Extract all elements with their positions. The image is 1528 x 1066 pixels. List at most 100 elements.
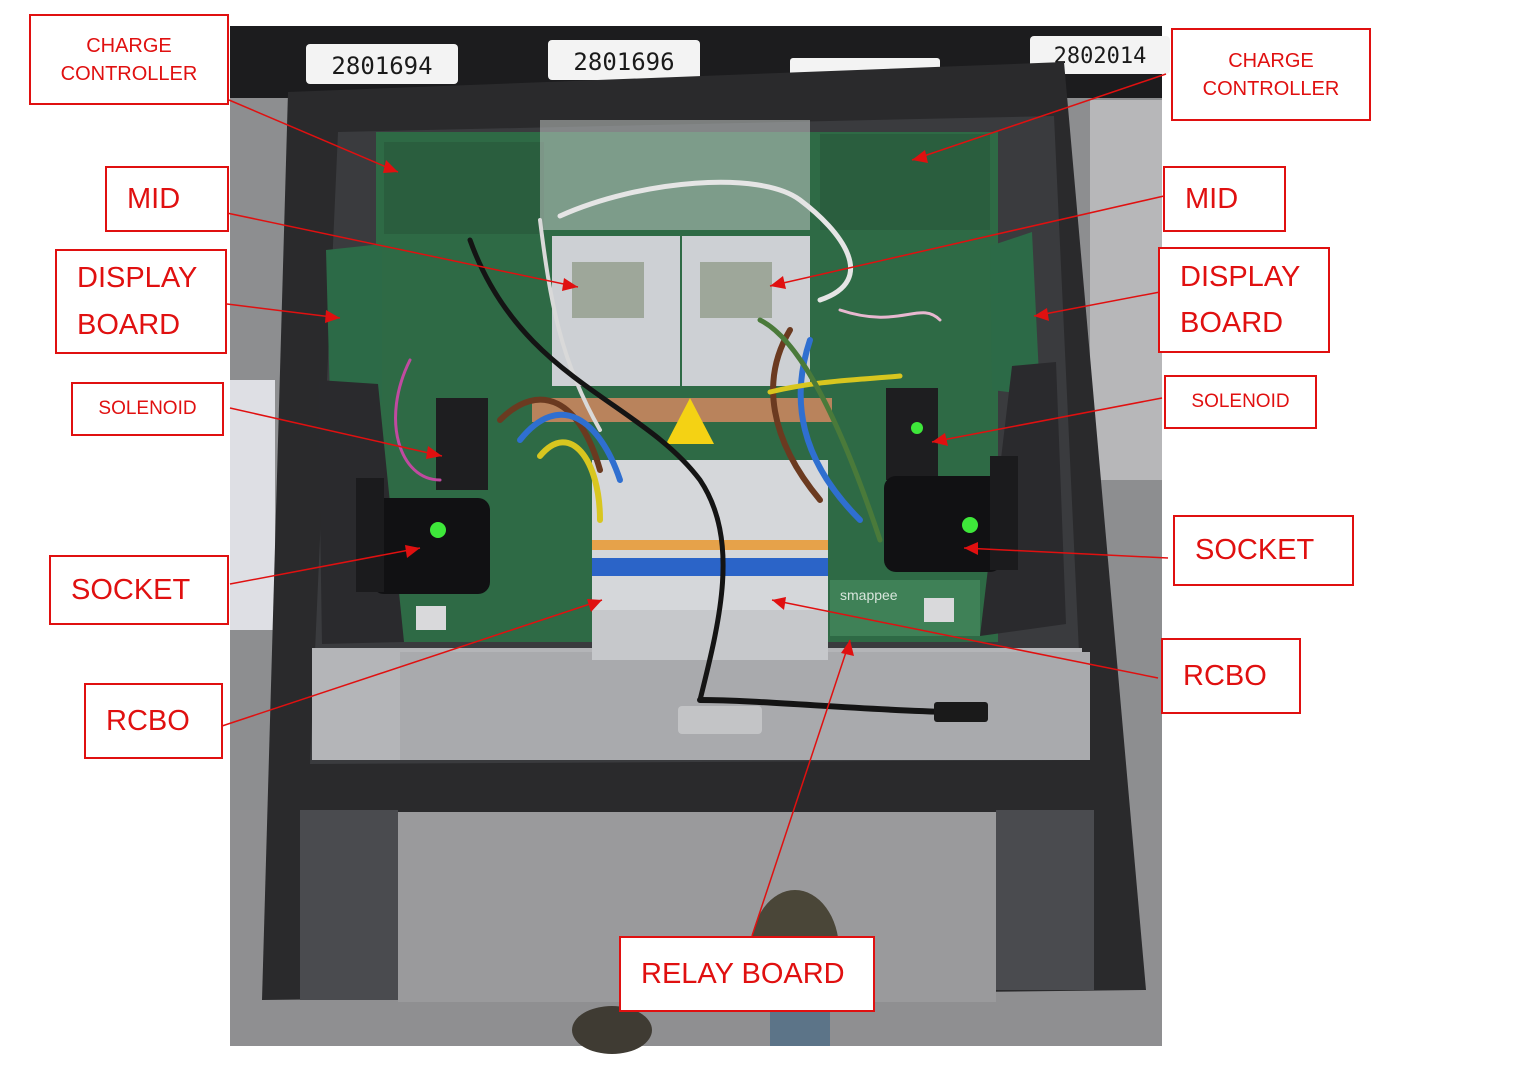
solenoid-right <box>886 388 938 480</box>
arrowhead <box>964 542 978 555</box>
arrowhead <box>770 276 786 289</box>
cable-gland <box>678 706 762 734</box>
callout-line: RCBO <box>1183 659 1267 692</box>
callout-line: SOCKET <box>1195 534 1315 567</box>
callout-line: SOLENOID <box>1191 390 1290 412</box>
leader-line-relay-board <box>751 639 851 937</box>
callout-line: SOLENOID <box>98 397 197 419</box>
callout-line: CONTROLLER <box>60 62 198 85</box>
leader-line-rcbo-right <box>771 599 1159 679</box>
leader-line-solenoid-left <box>229 407 443 457</box>
brown-wire <box>770 327 823 503</box>
leader-line-charge-controller-right <box>911 73 1167 161</box>
leader-line-mid-right <box>769 195 1165 287</box>
cable-bundle <box>394 179 953 715</box>
pink-wire <box>838 308 942 322</box>
callout-display-board-left: DISPLAY BOARD <box>55 249 227 354</box>
leader-line-socket-left <box>229 547 421 585</box>
leader-line-display-board-left <box>226 303 341 319</box>
cable-connector <box>934 702 988 722</box>
arrowhead <box>405 545 420 558</box>
callout-line: CHARGE <box>86 34 172 57</box>
charge-controller-left-board <box>384 142 544 234</box>
arrowhead <box>1034 308 1049 321</box>
callout-line: CONTROLLER <box>1202 77 1340 100</box>
callout-socket-right: SOCKET <box>1173 515 1354 586</box>
meter-label-text: 2802014 <box>1054 44 1147 69</box>
arrowhead <box>841 640 854 656</box>
meter-label-sticker: 2801694 <box>306 44 458 84</box>
paper-sheet <box>230 380 275 630</box>
meter-label-text: 2801696 <box>573 48 674 76</box>
meter-label-text: 2801694 <box>331 52 432 80</box>
control-cable <box>697 697 953 715</box>
control-cable <box>467 237 726 703</box>
mid-meter-left-screen <box>572 262 644 318</box>
callout-line: SOCKET <box>71 573 191 606</box>
arrowhead <box>426 446 442 459</box>
leader-line-socket-right <box>963 547 1169 559</box>
callout-solenoid-left: SOLENOID <box>71 382 224 436</box>
leader-line-mid-left <box>221 211 579 288</box>
socket-right-led <box>962 517 978 533</box>
callout-charge-controller-right: CHARGE CONTROLLER <box>1171 28 1371 121</box>
network-cable <box>557 179 854 303</box>
rcbo-orange-strip <box>592 540 828 550</box>
leader-line-display-board-right <box>1033 291 1161 317</box>
arrowhead <box>912 150 928 163</box>
callout-line: DISPLAY <box>1180 260 1301 293</box>
callout-mid-left: MID <box>105 166 229 232</box>
callout-charge-controller-left: CHARGE CONTROLLER <box>29 14 229 105</box>
arrowhead <box>772 597 786 610</box>
callout-line: MID <box>127 182 181 215</box>
leader-lines <box>221 73 1169 937</box>
arrowhead <box>325 310 340 323</box>
meter-label-sticker: 2802014 <box>1030 36 1170 74</box>
callout-solenoid-right: SOLENOID <box>1164 375 1317 429</box>
callout-line: DISPLAY <box>77 262 198 295</box>
leader-arrowheads <box>325 150 1049 656</box>
charge-controller-right-board <box>820 134 990 230</box>
callout-line: MID <box>1185 182 1239 215</box>
network-port-right <box>924 598 954 622</box>
leader-line-rcbo-left <box>221 599 603 727</box>
meter-label-sticker: 2801696 <box>548 40 700 80</box>
callout-line: BOARD <box>1180 307 1284 339</box>
brand-label: smappee <box>840 587 898 603</box>
socket-left-led <box>430 522 446 538</box>
socket-left-flange <box>356 478 384 592</box>
arrowhead <box>383 160 398 173</box>
callout-line: RELAY BOARD <box>641 957 845 990</box>
callout-line: CHARGE <box>1228 49 1314 72</box>
network-cable <box>538 218 602 432</box>
transparent-cover <box>540 120 810 230</box>
warning-sign <box>666 398 714 444</box>
person-trouser <box>770 1010 830 1046</box>
display-board-right <box>990 232 1040 396</box>
arrowhead <box>587 599 602 612</box>
person-shoe-left <box>572 1006 652 1054</box>
callout-rcbo-left: RCBO <box>84 683 223 759</box>
callout-rcbo-right: RCBO <box>1161 638 1301 714</box>
display-board-left <box>326 244 382 402</box>
arrowhead <box>562 278 578 291</box>
leader-line-solenoid-right <box>931 397 1163 443</box>
leader-line-charge-controller-left <box>228 99 399 173</box>
mid-meter-right-screen <box>700 262 772 318</box>
callout-relay-board: RELAY BOARD <box>619 936 875 1012</box>
pink-wire <box>394 358 442 482</box>
solenoid-left <box>436 398 488 490</box>
green-wire <box>757 317 883 543</box>
enclosure-leg-right <box>996 810 1094 990</box>
callout-mid-right: MID <box>1163 166 1286 232</box>
arrowhead <box>932 433 948 446</box>
bench-surface <box>1090 100 1162 480</box>
callout-socket-left: SOCKET <box>49 555 229 625</box>
blue-wire <box>517 411 623 483</box>
callout-line: BOARD <box>77 308 181 341</box>
network-port-left <box>416 606 446 630</box>
socket-left <box>372 498 490 594</box>
rcbo-blue-levers <box>592 558 828 576</box>
yellow-wire <box>537 439 603 523</box>
